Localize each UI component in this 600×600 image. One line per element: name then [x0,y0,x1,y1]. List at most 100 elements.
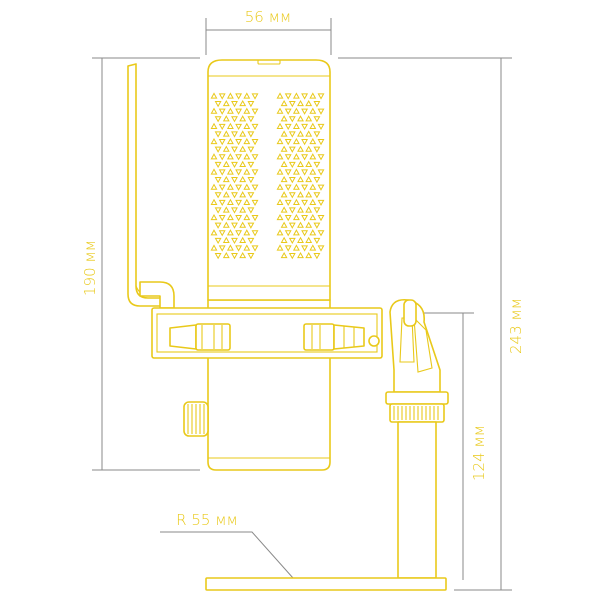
grille-hole [218,139,226,146]
grille-hole [226,168,234,175]
grille-hole [313,131,321,138]
grille-hole [305,130,313,137]
grille-hole [280,160,288,167]
grille-hole [284,215,292,222]
grille-hole [284,199,292,207]
grille-hole [247,253,255,260]
grille-hole [231,222,238,229]
grille-hole [226,244,234,251]
swivel-joint [389,298,441,393]
grille-hole [288,131,296,138]
grille-hole [301,108,309,115]
grille-hole [243,137,251,145]
grille-hole [210,183,218,190]
grille-hole [292,92,300,99]
grille-hole [251,93,259,100]
grille-hole [247,101,255,108]
grille-hole [251,245,259,252]
grille-hole [214,146,222,153]
grille-hole [292,137,300,145]
grille-hole [214,237,222,245]
grille-hole [317,93,325,100]
width-dimension-label: 56 мм [245,8,292,26]
grille-hole [305,99,313,107]
grille-hole [280,130,288,137]
grille-hole [280,175,288,183]
grille-hole [251,184,259,191]
grille-hole [288,222,296,229]
grille-hole [301,199,309,207]
grille-hole [218,169,226,176]
grille-hole [247,192,255,199]
grille-hole [276,153,284,160]
pop-filter-arm [127,63,175,309]
grille-hole [284,184,292,191]
grille-hole [239,130,247,137]
grille-hole [313,207,321,214]
grille-hole [218,215,226,222]
stand-pole [397,421,437,579]
stand-base [205,577,447,591]
grille-hole [292,244,300,251]
grille-hole [218,154,226,161]
grille-hole [305,160,313,167]
grille-hole [222,175,230,183]
grille-hole [305,221,313,228]
grille-pattern-left [210,92,259,260]
gain-knob [183,401,209,437]
grille-hole [222,236,230,243]
grille-hole [317,215,325,222]
grille-hole [297,221,304,228]
grille-hole [210,137,218,145]
grille-hole [231,253,238,260]
grille-hole [231,192,238,199]
grille-hole [214,177,222,184]
grille-hole [280,145,288,152]
grille-hole [239,115,247,122]
grille-hole [276,183,284,190]
grille-hole [284,245,292,252]
grille-hole [276,244,284,251]
grille-hole [231,177,238,184]
microphone [127,59,449,591]
grille-hole [247,222,255,229]
grille-hole [218,199,226,207]
grille-hole [214,116,222,123]
grille-hole [226,137,234,145]
grille-hole [297,206,304,213]
grille-hole [214,207,222,214]
grille-hole [231,101,238,108]
grille-hole [288,237,296,245]
grille-hole [251,139,259,146]
grille-hole [292,122,300,129]
grille-hole [247,131,255,138]
grille-hole [226,198,234,205]
grille-hole [222,221,230,228]
grille-hole [305,206,313,213]
grille-hole [235,215,243,222]
grille-hole [251,169,259,176]
grille-hole [276,213,284,221]
grille-hole [309,122,317,129]
grille-hole [239,236,247,243]
grille-hole [222,191,230,198]
grille-hole [317,230,325,237]
grille-hole [235,230,243,237]
grille-hole [243,229,251,236]
grille-hole [276,198,284,205]
grille-hole [239,175,247,183]
grille-hole [309,168,317,175]
grille-hole [301,139,309,146]
grille-hole [218,93,226,100]
grille-hole [317,154,325,161]
grille-hole [317,139,325,146]
grille-hole [247,177,255,184]
grille-hole [284,154,292,161]
grille-hole [222,99,230,107]
grille-hole [239,221,247,228]
grille-hole [243,198,251,205]
grille-hole [297,160,304,167]
grille-hole [317,123,325,131]
grille-hole [280,206,288,213]
